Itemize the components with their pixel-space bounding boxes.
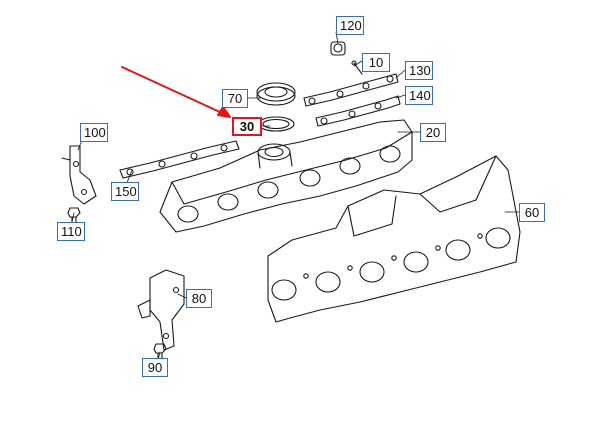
- part-140-gasket-strip: [315, 95, 401, 127]
- part-30-seal-ring: [257, 116, 295, 132]
- callout-150: 150: [111, 182, 139, 201]
- part-60-heat-shield: [267, 155, 521, 323]
- callout-140: 140: [405, 86, 433, 105]
- callout-120: 120: [336, 16, 364, 35]
- callout-60: 60: [519, 203, 545, 222]
- callout-80: 80: [186, 289, 212, 308]
- callout-30-highlighted: 30: [232, 117, 262, 136]
- part-130-gasket-strip: [303, 73, 399, 107]
- callout-90: 90: [142, 358, 168, 377]
- highlight-arrow: [121, 66, 231, 118]
- part-150-gasket-strip: [119, 140, 240, 179]
- callout-20: 20: [420, 123, 446, 142]
- callout-70: 70: [222, 89, 248, 108]
- part-10-stud: [351, 60, 363, 75]
- callout-110: 110: [57, 222, 85, 241]
- callout-100: 100: [80, 123, 108, 142]
- callout-10: 10: [362, 53, 390, 72]
- part-20-exhaust-manifold: [159, 119, 413, 233]
- part-70-flange: [256, 82, 296, 106]
- part-100-bracket: [61, 145, 97, 205]
- callout-130: 130: [405, 61, 433, 80]
- part-110-bolt: [67, 207, 81, 223]
- part-80-bracket: [137, 269, 185, 351]
- part-120-bushing: [330, 41, 346, 56]
